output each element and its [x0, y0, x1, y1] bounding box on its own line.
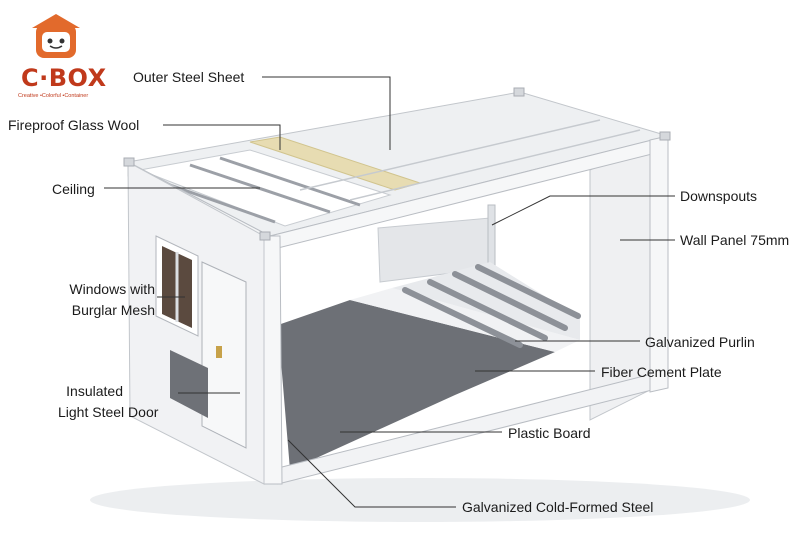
ceiling-joist-2	[219, 156, 361, 207]
floor-plastic-board	[278, 300, 555, 470]
label-fireproof-glass-wool: Fireproof Glass Wool	[8, 117, 140, 133]
leader-outer-steel-sheet	[262, 76, 391, 150]
purlin-2	[427, 279, 548, 341]
roof-seam-2	[349, 129, 641, 201]
leader-downspouts	[491, 195, 675, 226]
purlin-1	[402, 287, 523, 348]
door-lower-opening	[170, 350, 208, 418]
corner-casting-4	[659, 131, 671, 141]
label-galvanized-purlin: Galvanized Purlin	[645, 334, 755, 350]
logo-eye-left	[47, 38, 53, 44]
label-windows-line1: Windows with	[69, 281, 155, 297]
label-plastic-board: Plastic Board	[508, 425, 591, 441]
purlin-4	[475, 264, 581, 319]
leader-lines	[104, 76, 675, 508]
floor-open-section	[392, 262, 580, 340]
label-wall-panel: Wall Panel 75mm	[680, 232, 790, 248]
roof-seams	[299, 119, 641, 201]
corner-casting-2	[259, 231, 271, 241]
label-door-line1: Insulated	[66, 383, 123, 399]
ground-shadow	[90, 478, 750, 522]
door-handle	[216, 346, 222, 358]
leader-fireproof-glass-wool	[163, 124, 281, 150]
purlin-3	[452, 271, 568, 331]
label-ceiling: Ceiling	[52, 181, 95, 197]
floor-purlins	[402, 264, 581, 348]
roof-seam-1	[299, 119, 601, 191]
corner-castings	[123, 87, 671, 241]
front-left-post	[261, 235, 283, 485]
label-fiber-cement-plate: Fiber Cement Plate	[601, 364, 722, 380]
logo-smile	[49, 45, 63, 49]
logo-tagline: Creative •Colorful •Container	[18, 93, 89, 99]
front-right-post	[649, 135, 669, 393]
label-galvanized-cold-formed-steel: Galvanized Cold-Formed Steel	[462, 499, 654, 515]
corner-casting-1	[123, 157, 135, 167]
label-outer-steel-sheet: Outer Steel Sheet	[133, 69, 245, 85]
logo-wordmark: C·BOX	[21, 64, 107, 92]
logo-eye-right	[59, 38, 65, 44]
cbox-logo	[32, 14, 80, 58]
label-door-line2: Light Steel Door	[58, 404, 159, 420]
corner-casting-3	[513, 87, 525, 97]
label-windows-line2: Burglar Mesh	[71, 302, 155, 318]
logo-house-roof	[32, 14, 80, 28]
logo-face	[42, 32, 70, 52]
label-downspouts: Downspouts	[680, 188, 758, 204]
leader-cold-formed-steel	[287, 439, 456, 508]
door-frame	[201, 261, 247, 449]
